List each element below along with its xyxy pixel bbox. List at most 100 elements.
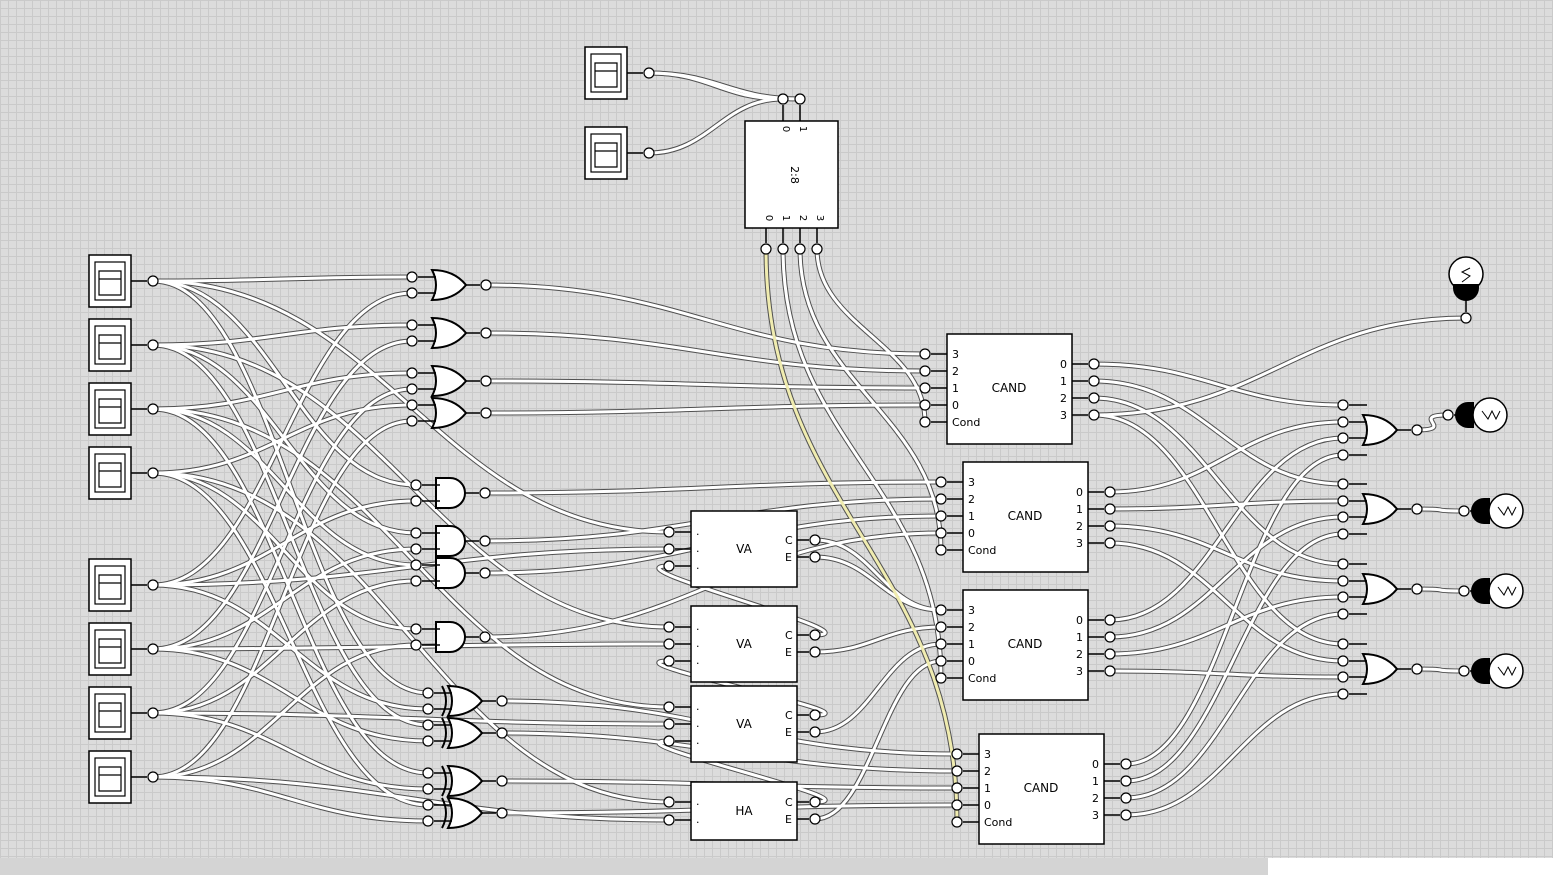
decoder-switch-1[interactable] (584, 46, 643, 100)
gate-output-pin[interactable] (479, 567, 491, 579)
wire[interactable] (813, 538, 943, 612)
gate-input-pin[interactable] (1337, 399, 1349, 411)
and-gate-3[interactable] (422, 557, 479, 589)
adder-output-pin[interactable] (809, 551, 821, 563)
wire[interactable] (798, 247, 943, 552)
adder-input-pin[interactable] (663, 560, 675, 572)
lamp-input-pin[interactable] (1458, 665, 1470, 677)
output-lamp-2[interactable] (1470, 493, 1524, 529)
gate-input-pin[interactable] (406, 271, 418, 283)
input-switch-b2[interactable] (88, 622, 147, 676)
wire[interactable] (1108, 541, 1345, 663)
or-gate-4[interactable] (418, 396, 480, 430)
gate-output-pin[interactable] (1411, 503, 1423, 515)
switch-output-pin[interactable] (643, 67, 655, 79)
and-gate-1[interactable] (422, 477, 479, 509)
adder-output-pin[interactable] (809, 629, 821, 641)
cand-output-pin[interactable] (1120, 792, 1132, 804)
input-switch-a1[interactable] (88, 254, 147, 308)
lamp-input-pin[interactable] (1442, 409, 1454, 421)
gate-output-pin[interactable] (1411, 583, 1423, 595)
decoder-pin[interactable] (777, 93, 789, 105)
gate-input-pin[interactable] (406, 383, 418, 395)
decoder-pin[interactable] (777, 243, 789, 255)
wire[interactable] (647, 97, 785, 155)
cand-input-pin[interactable] (935, 510, 947, 522)
output-lamp-1[interactable] (1454, 397, 1508, 433)
wire[interactable] (1108, 595, 1345, 656)
adder-input-pin[interactable] (663, 735, 675, 747)
wire[interactable] (1415, 413, 1450, 432)
cand-input-pin[interactable] (951, 765, 963, 777)
gate-output-pin[interactable] (1411, 424, 1423, 436)
cand-input-pin[interactable] (935, 621, 947, 633)
cand-output-pin[interactable] (1120, 775, 1132, 787)
gate-output-pin[interactable] (496, 775, 508, 787)
switch-output-pin[interactable] (147, 707, 159, 719)
adder-output-pin[interactable] (809, 534, 821, 546)
cand-input-pin[interactable] (951, 816, 963, 828)
gate-input-pin[interactable] (406, 415, 418, 427)
wire[interactable] (151, 471, 671, 804)
cand-output-pin[interactable] (1104, 665, 1116, 677)
cand-input-pin[interactable] (951, 782, 963, 794)
wire[interactable] (151, 275, 414, 283)
wire[interactable] (151, 403, 414, 475)
wire[interactable] (781, 247, 943, 680)
cand-input-pin[interactable] (919, 382, 931, 394)
wire[interactable] (484, 283, 927, 356)
wire[interactable] (151, 279, 418, 487)
gate-input-pin[interactable] (406, 367, 418, 379)
wire[interactable] (151, 711, 671, 726)
wire[interactable] (484, 331, 927, 373)
decoder-pin[interactable] (794, 93, 806, 105)
wire[interactable] (1415, 587, 1466, 593)
half-adder-4[interactable]: HA..CE (675, 781, 809, 841)
gate-input-pin[interactable] (1337, 478, 1349, 490)
cand-output-pin[interactable] (1088, 392, 1100, 404)
wire[interactable] (151, 343, 430, 727)
wire[interactable] (815, 247, 927, 424)
decoder-pin[interactable] (760, 243, 772, 255)
wire[interactable] (1092, 362, 1345, 407)
gate-input-pin[interactable] (410, 479, 422, 491)
gate-input-pin[interactable] (1337, 575, 1349, 587)
cand-input-pin[interactable] (919, 416, 931, 428)
cand-input-pin[interactable] (935, 476, 947, 488)
input-switch-a2[interactable] (88, 318, 147, 372)
gate-output-pin[interactable] (479, 631, 491, 643)
wire[interactable] (1108, 420, 1345, 494)
cand-input-pin[interactable] (935, 672, 947, 684)
cand-input-pin[interactable] (919, 399, 931, 411)
gate-input-pin[interactable] (422, 687, 434, 699)
wire[interactable] (813, 659, 943, 821)
cand-input-pin[interactable] (935, 638, 947, 650)
wire[interactable] (483, 480, 943, 495)
cand-output-pin[interactable] (1088, 375, 1100, 387)
input-switch-b4[interactable] (88, 750, 147, 804)
lamp-input-pin[interactable] (1458, 505, 1470, 517)
or-gate-1[interactable] (418, 268, 480, 302)
wire[interactable] (151, 279, 430, 695)
adder-input-pin[interactable] (663, 718, 675, 730)
wire[interactable] (151, 547, 418, 651)
cand-output-pin[interactable] (1104, 537, 1116, 549)
wire[interactable] (1124, 692, 1345, 817)
wire[interactable] (151, 371, 414, 411)
gate-input-pin[interactable] (1337, 416, 1349, 428)
xor-gate-3[interactable] (434, 764, 496, 798)
gate-output-pin[interactable] (480, 375, 492, 387)
gate-input-pin[interactable] (422, 703, 434, 715)
gate-input-pin[interactable] (410, 575, 422, 587)
wire[interactable] (484, 403, 927, 415)
gate-input-pin[interactable] (1337, 511, 1349, 523)
lamp-input-pin[interactable] (1460, 312, 1472, 324)
output-lamp-3[interactable] (1470, 573, 1524, 609)
full-adder-3[interactable]: VA...CE (675, 685, 809, 763)
adder-input-pin[interactable] (663, 638, 675, 650)
cand-input-pin[interactable] (935, 527, 947, 539)
cand-output-pin[interactable] (1104, 486, 1116, 498)
wire[interactable] (1124, 453, 1345, 766)
